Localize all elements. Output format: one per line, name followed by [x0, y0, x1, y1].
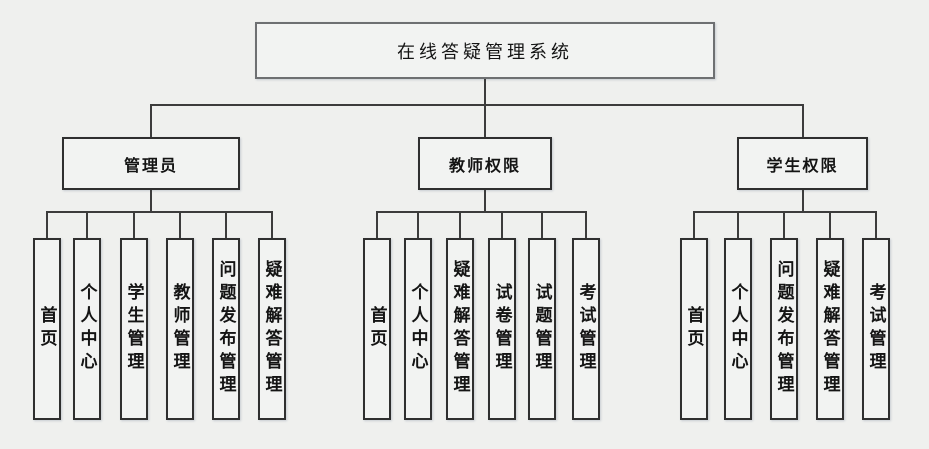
leaf-label: 疑难解答管理 [450, 260, 470, 398]
leaf-label: 疑难解答管理 [262, 260, 282, 398]
node-admin-student-mgmt: 学生管理 [120, 238, 148, 420]
node-admin-teacher-mgmt: 教师管理 [166, 238, 194, 420]
leaf-label: 考试管理 [866, 283, 886, 375]
leaf-label: 个人中心 [77, 283, 97, 375]
branch-label: 教师权限 [448, 157, 521, 175]
connector-stem-teacher [484, 190, 486, 212]
connector-rail-admin [46, 211, 273, 213]
node-student-exam-mgmt: 考试管理 [862, 238, 890, 420]
connector-line [179, 211, 181, 238]
node-teacher-qa-mgmt: 疑难解答管理 [446, 238, 474, 420]
connector-line [501, 211, 503, 238]
node-teacher-exam-mgmt: 考试管理 [572, 238, 600, 420]
node-student-question-publish-mgmt: 问题发布管理 [770, 238, 798, 420]
node-admin-profile: 个人中心 [73, 238, 101, 420]
leaf-label: 个人中心 [728, 283, 748, 375]
connector-line [829, 211, 831, 238]
node-student-home: 首页 [680, 238, 708, 420]
connector-line [737, 211, 739, 238]
connector-drop-admin [150, 104, 152, 138]
connector-drop-teacher [484, 104, 486, 138]
branch-label: 管理员 [123, 157, 178, 175]
connector-line [459, 211, 461, 238]
leaf-label: 个人中心 [408, 283, 428, 375]
leaf-label: 首页 [37, 306, 57, 352]
connector-rail-teacher [376, 211, 587, 213]
leaf-label: 问题发布管理 [216, 260, 236, 398]
leaf-label: 疑难解答管理 [820, 260, 840, 398]
connector-trunk [484, 79, 486, 106]
node-student: 学生权限 [737, 137, 868, 190]
connector-line [46, 211, 48, 238]
connector-line [225, 211, 227, 238]
node-root: 在线答疑管理系统 [255, 22, 715, 79]
node-teacher: 教师权限 [418, 137, 552, 190]
node-teacher-question-mgmt: 试题管理 [528, 238, 556, 420]
connector-stem-admin [150, 190, 152, 212]
connector-rail-main [150, 104, 804, 106]
connector-line [693, 211, 695, 238]
node-admin-qa-mgmt: 疑难解答管理 [258, 238, 286, 420]
node-teacher-paper-mgmt: 试卷管理 [488, 238, 516, 420]
connector-line [86, 211, 88, 238]
node-student-qa-mgmt: 疑难解答管理 [816, 238, 844, 420]
leaf-label: 首页 [684, 306, 704, 352]
connector-line [271, 211, 273, 238]
root-title: 在线答疑管理系统 [397, 41, 573, 62]
node-teacher-home: 首页 [363, 238, 391, 420]
leaf-label: 考试管理 [576, 283, 596, 375]
connector-line [417, 211, 419, 238]
connector-line [783, 211, 785, 238]
leaf-label: 教师管理 [170, 283, 190, 375]
node-admin: 管理员 [62, 137, 240, 190]
connector-rail-student [693, 211, 877, 213]
leaf-label: 学生管理 [124, 283, 144, 375]
connector-stem-student [802, 190, 804, 212]
connector-line [541, 211, 543, 238]
leaf-label: 首页 [367, 306, 387, 352]
node-student-profile: 个人中心 [724, 238, 752, 420]
connector-line [875, 211, 877, 238]
branch-label: 学生权限 [766, 157, 839, 175]
leaf-label: 试题管理 [532, 283, 552, 375]
connector-drop-student [802, 104, 804, 138]
connector-line [376, 211, 378, 238]
node-admin-question-publish-mgmt: 问题发布管理 [212, 238, 240, 420]
connector-line [133, 211, 135, 238]
leaf-label: 问题发布管理 [774, 260, 794, 398]
node-admin-home: 首页 [33, 238, 61, 420]
node-teacher-profile: 个人中心 [404, 238, 432, 420]
connector-line [585, 211, 587, 238]
leaf-label: 试卷管理 [492, 283, 512, 375]
